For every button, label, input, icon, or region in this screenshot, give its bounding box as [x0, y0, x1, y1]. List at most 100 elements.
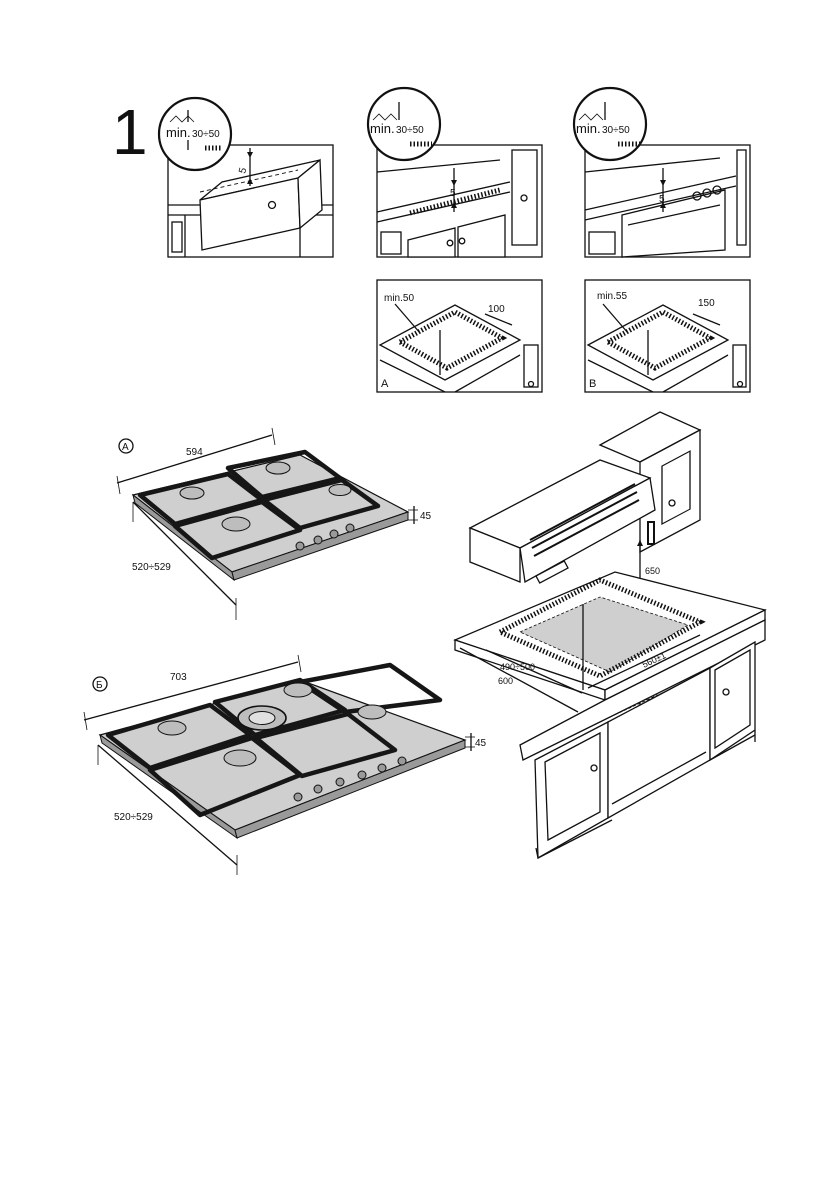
- hob-edge-hatch-icon: [372, 113, 398, 121]
- depth-dimension: [97, 744, 238, 866]
- door-knob: [722, 688, 730, 696]
- worktop-edge: [584, 157, 721, 173]
- door-knob: [590, 764, 598, 772]
- side-cabinet-door: [732, 344, 747, 388]
- cutout-depth-label: 490÷500: [500, 662, 535, 672]
- control-knob-icon: [335, 777, 345, 787]
- burner-icon: [357, 704, 387, 720]
- min-dimension: [394, 303, 421, 334]
- arrow-icon: [660, 180, 666, 186]
- min-label: min.: [370, 121, 395, 136]
- control-knob-icon: [345, 523, 355, 533]
- pan-support: [225, 449, 343, 500]
- door-knob: [668, 499, 676, 507]
- counter-depth-dimension: [459, 647, 579, 713]
- control-knob-icon: [293, 792, 303, 802]
- range-label: 30÷50: [396, 125, 424, 136]
- worktop-surface: [378, 304, 522, 381]
- burner-icon: [328, 484, 352, 496]
- arrow-icon: [247, 152, 253, 158]
- side-label: 100: [488, 304, 505, 315]
- hob-tag-circle: [92, 676, 108, 692]
- burner-icon: [223, 749, 257, 767]
- extension-line: [271, 427, 276, 446]
- side-cabinet-door: [523, 344, 539, 388]
- gap-label: 5: [237, 166, 249, 175]
- panel-frame: [584, 279, 751, 393]
- cutout-tag: A: [381, 378, 389, 390]
- cutout-depth-dimension: [485, 649, 583, 694]
- detail-magnifier: [157, 96, 233, 172]
- panel-frame: [376, 279, 543, 393]
- control-knob-icon: [295, 541, 305, 551]
- cutout-panel-a: min.50 100 A: [376, 279, 543, 393]
- control-knob-icon: [313, 784, 323, 794]
- arrow-icon: [247, 178, 253, 184]
- cabinet-door: [588, 231, 616, 255]
- worktop-front: [454, 354, 521, 393]
- extension-line: [83, 711, 88, 731]
- cabinet-door: [407, 227, 456, 258]
- control-knob-icon: [313, 535, 323, 545]
- width-dimension: [116, 434, 273, 484]
- worktop-front: [584, 175, 737, 211]
- depth-label: 520÷529: [132, 562, 171, 573]
- cutout-panel-b: min.55 150 B: [584, 279, 751, 393]
- base-cabinet-door: [544, 731, 601, 842]
- hob-tag-circle: [118, 438, 134, 454]
- depth-label: 520÷529: [114, 812, 153, 823]
- control-knob-icon: [329, 529, 339, 539]
- range-label: 30÷50: [192, 129, 220, 140]
- burner-icon: [179, 486, 205, 500]
- plinth-line: [537, 819, 613, 859]
- min-dimension: [602, 303, 629, 334]
- door-knob: [736, 380, 744, 388]
- cabinet-door: [380, 231, 402, 255]
- counter-depth-label: 600: [498, 676, 513, 686]
- gap-label: 5: [659, 194, 665, 205]
- oven-front: [621, 189, 726, 258]
- arrow-icon: [451, 202, 457, 208]
- clearance-panel-cabinet: 5 min. 30÷50: [366, 86, 543, 258]
- extension-line: [297, 654, 302, 673]
- hood-front: [469, 527, 521, 583]
- drawer-side: [297, 158, 323, 230]
- door-knob: [527, 380, 535, 388]
- arrow-icon: [451, 180, 457, 186]
- width-label: 703: [170, 672, 187, 683]
- pan-support: [261, 477, 381, 531]
- height-label: 45: [420, 511, 432, 522]
- cabinet-door: [171, 221, 183, 253]
- cabinet-edge: [376, 191, 511, 223]
- cutout-hatch: [494, 577, 706, 679]
- extension-line: [116, 475, 121, 495]
- hood-vent-slot: [529, 483, 636, 541]
- gap-label: 5: [450, 188, 456, 199]
- arrow-icon: [660, 202, 666, 208]
- figure-number: 1: [112, 96, 148, 168]
- pan-support: [105, 702, 253, 771]
- min-label: min.55: [597, 291, 627, 302]
- hood-duct: [647, 521, 655, 545]
- worktop-front: [379, 359, 446, 393]
- counter-front-band: [519, 618, 766, 761]
- side-label: 150: [698, 298, 715, 309]
- control-knob-icon: [397, 756, 407, 766]
- drawer-knob: [267, 200, 277, 210]
- door-knob: [520, 194, 528, 202]
- cutout-tag: B: [589, 378, 596, 390]
- hob-edge-hatch: [409, 187, 501, 216]
- door-knob: [458, 237, 466, 245]
- hob-side-edge: [234, 739, 466, 839]
- min-label: min.: [166, 125, 191, 140]
- wall-cabinet-door: [661, 450, 691, 526]
- detail-magnifier: [572, 86, 648, 162]
- hood-side: [519, 476, 656, 584]
- control-knob-icon: [377, 763, 387, 773]
- clearance-panel-drawer: 5 min. 30÷50: [157, 96, 334, 258]
- height-label: 45: [475, 738, 487, 749]
- cutout-width-dimension: [587, 634, 701, 689]
- worktop-surface: [586, 304, 730, 381]
- range-label: 30÷50: [602, 125, 630, 136]
